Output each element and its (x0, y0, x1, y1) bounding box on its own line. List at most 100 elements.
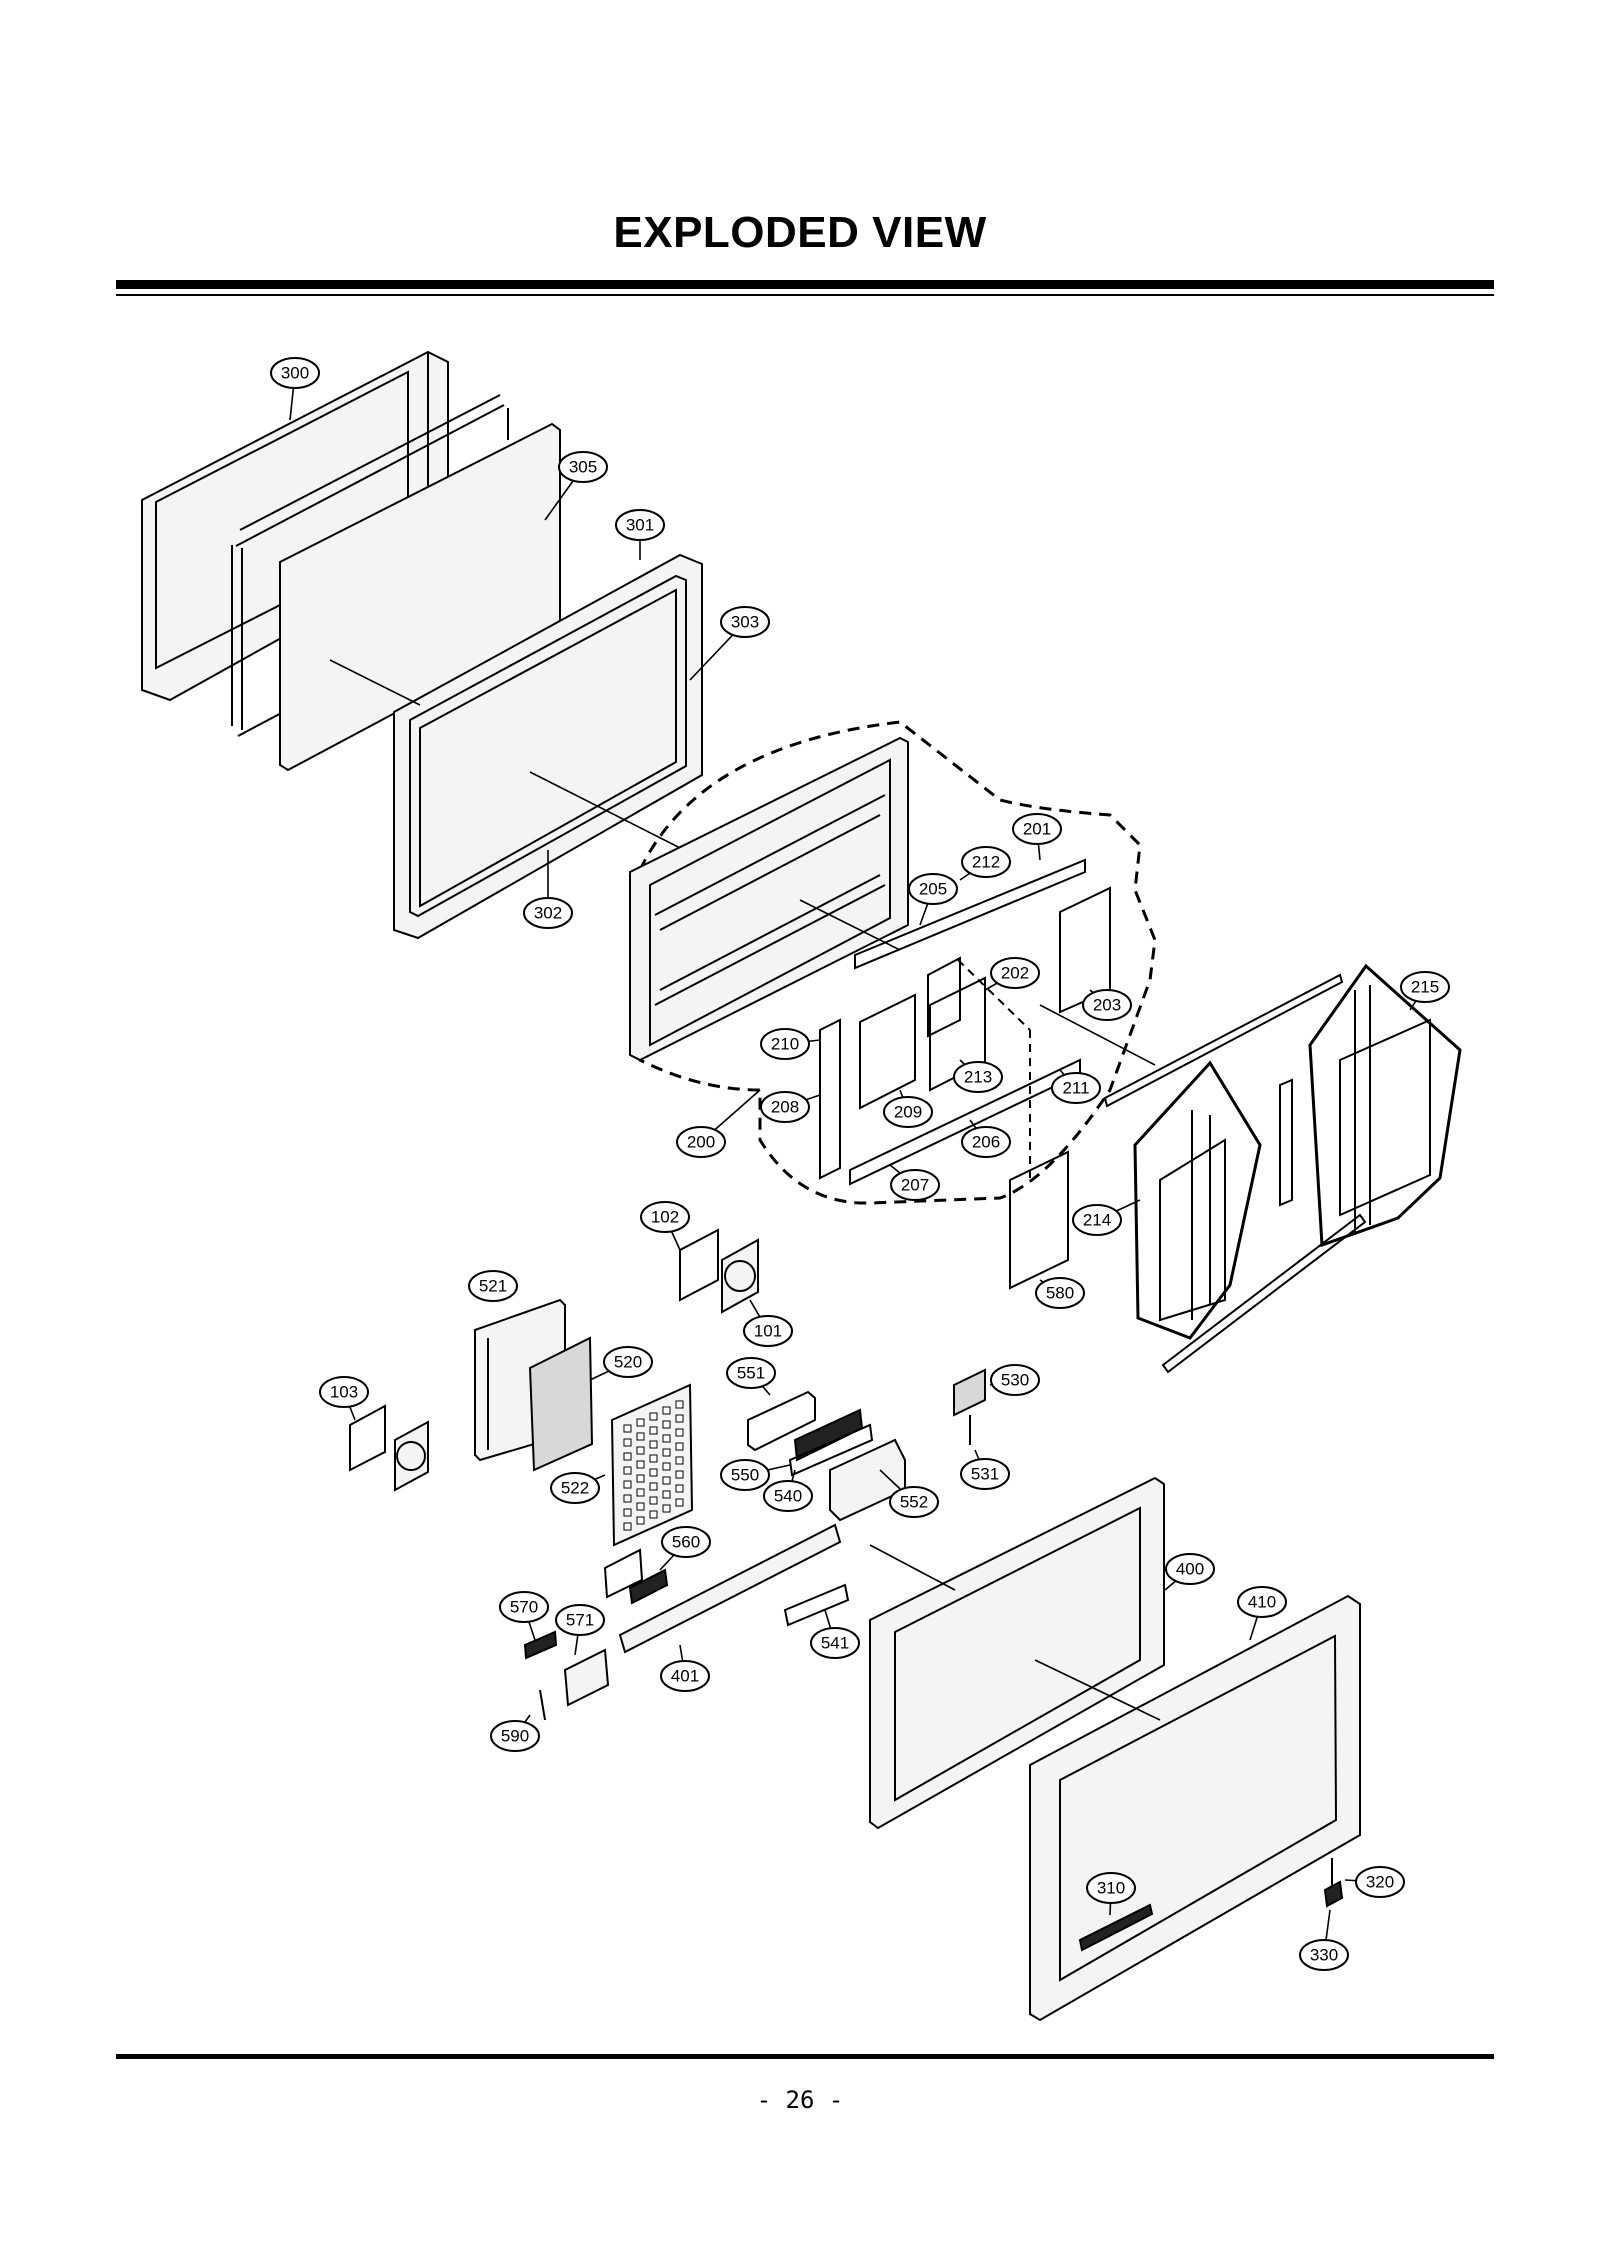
callout-bubble-206 (961, 1126, 1011, 1158)
callout-bubble-208 (760, 1091, 810, 1123)
callout-bubble-214 (1072, 1204, 1122, 1236)
bracket-541 (783, 1583, 850, 1627)
callout-bubble-103 (319, 1376, 369, 1408)
callout-label-570: 570 (510, 1598, 538, 1617)
bracket-214 (1133, 1060, 1262, 1340)
callout-label-320: 320 (1366, 1873, 1394, 1892)
callout-bubble-531 (960, 1458, 1010, 1490)
callout-label-305: 305 (569, 458, 597, 477)
callout-label-209: 209 (894, 1103, 922, 1122)
bracket-310 (1078, 1903, 1154, 1952)
callout-label-531: 531 (971, 1465, 999, 1484)
cable-590 (539, 1689, 546, 1721)
callout-203: 203 (1082, 989, 1132, 1021)
callout-310: 310 (1086, 1872, 1136, 1916)
callout-540: 540 (763, 1469, 813, 1512)
callout-bubble-541 (810, 1627, 860, 1659)
title-rule-thin (116, 294, 1494, 296)
callout-bubble-520 (603, 1346, 653, 1378)
callout-bubble-521 (468, 1270, 518, 1302)
callout-330: 330 (1299, 1909, 1349, 1971)
callout-label-520: 520 (614, 1353, 642, 1372)
callout-label-303: 303 (731, 613, 759, 632)
callout-label-201: 201 (1023, 820, 1051, 839)
callout-label-102: 102 (651, 1208, 679, 1227)
callout-bubble-302 (523, 897, 573, 929)
callout-552: 552 (879, 1469, 939, 1518)
callout-label-530: 530 (1001, 1371, 1029, 1390)
callout-label-208: 208 (771, 1098, 799, 1117)
callout-213: 213 (953, 1059, 1003, 1093)
callout-103: 103 (319, 1376, 369, 1421)
callout-bubble-211 (1051, 1072, 1101, 1104)
board-520 (528, 1336, 594, 1472)
callout-bubble-552 (889, 1486, 939, 1518)
callout-bubble-202 (990, 957, 1040, 989)
callout-bubble-213 (953, 1061, 1003, 1093)
callout-label-302: 302 (534, 904, 562, 923)
back-cover-400 (869, 1476, 1165, 1830)
callout-211: 211 (1051, 1069, 1101, 1104)
terminal-551 (747, 1390, 816, 1452)
stand-320-330 (1323, 1858, 1344, 1908)
callout-bubble-570 (499, 1591, 549, 1623)
fan-103 (349, 1404, 429, 1492)
callout-label-206: 206 (972, 1133, 1000, 1152)
board-522 (610, 1383, 694, 1547)
callout-label-213: 213 (964, 1068, 992, 1087)
callout-label-214: 214 (1083, 1211, 1111, 1230)
callout-522: 522 (550, 1472, 606, 1504)
page-number: - 26 - (756, 2086, 844, 2114)
callout-label-560: 560 (672, 1533, 700, 1552)
callout-212: 212 (959, 846, 1011, 881)
callout-label-410: 410 (1248, 1593, 1276, 1612)
title-rule-thick (116, 280, 1494, 289)
callout-101: 101 (743, 1299, 793, 1347)
callout-bubble-207 (890, 1169, 940, 1201)
callout-590: 590 (490, 1714, 540, 1752)
callout-210: 210 (760, 1028, 821, 1060)
callout-bubble-301 (615, 509, 665, 541)
callout-bubble-209 (883, 1096, 933, 1128)
window-571 (563, 1648, 610, 1707)
callout-label-540: 540 (774, 1487, 802, 1506)
footer-rule (116, 2054, 1494, 2059)
callout-bubble-310 (1086, 1872, 1136, 1904)
callout-label-215: 215 (1411, 978, 1439, 997)
callout-bubble-205 (908, 873, 958, 905)
callout-bubble-551 (726, 1357, 776, 1389)
callout-580: 580 (1035, 1277, 1085, 1309)
callout-bubble-300 (270, 357, 320, 389)
callout-bubble-410 (1237, 1586, 1287, 1618)
rails (1103, 973, 1367, 1374)
callout-bubble-540 (763, 1480, 813, 1512)
callout-label-202: 202 (1001, 964, 1029, 983)
callout-209: 209 (883, 1089, 933, 1128)
callout-520: 520 (589, 1346, 653, 1381)
callout-label-552: 552 (900, 1493, 928, 1512)
callout-570: 570 (499, 1591, 549, 1641)
callout-label-310: 310 (1097, 1879, 1125, 1898)
callout-bubble-101 (743, 1315, 793, 1347)
callout-301: 301 (615, 509, 665, 560)
callout-bubble-320 (1355, 1866, 1405, 1898)
callout-550: 550 (720, 1459, 791, 1491)
board-560 (603, 1548, 669, 1605)
callout-410: 410 (1237, 1586, 1287, 1641)
callout-bubble-560 (661, 1526, 711, 1558)
callout-bubble-201 (1012, 813, 1062, 845)
callout-530: 530 (989, 1364, 1040, 1396)
callout-label-101: 101 (754, 1322, 782, 1341)
callout-bubble-530 (990, 1364, 1040, 1396)
bracket-401 (618, 1523, 842, 1654)
callout-label-330: 330 (1310, 1946, 1338, 1965)
callout-102: 102 (640, 1201, 690, 1251)
callout-label-301: 301 (626, 516, 654, 535)
bracket-215 (1308, 963, 1462, 1248)
callout-label-522: 522 (561, 1479, 589, 1498)
callout-label-210: 210 (771, 1035, 799, 1054)
callout-label-550: 550 (731, 1466, 759, 1485)
page-title: EXPLODED VIEW (613, 208, 987, 257)
callout-bubble-303 (720, 606, 770, 638)
callout-label-521: 521 (479, 1277, 507, 1296)
